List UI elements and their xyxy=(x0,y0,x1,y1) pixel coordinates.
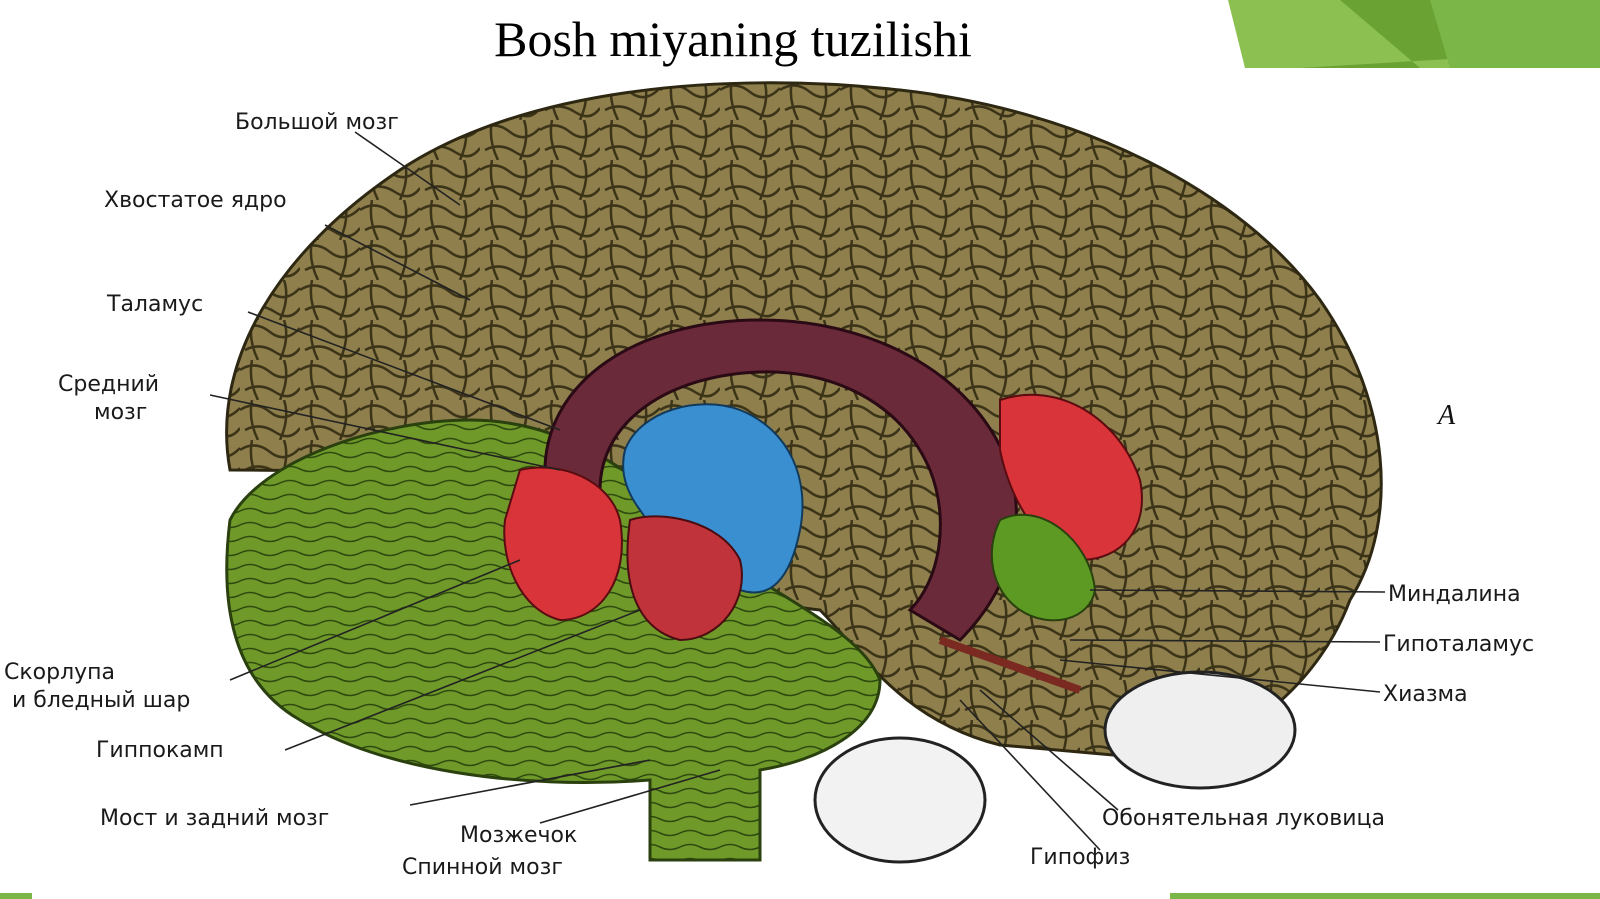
slide-title: Bosh miyaning tuzilishi xyxy=(494,11,972,67)
eyeball-front xyxy=(813,736,987,864)
label-chiasm: Хиазма xyxy=(1383,682,1468,707)
leader-lines xyxy=(209,131,1386,851)
accent-bottom-left xyxy=(0,893,32,899)
putamen-left xyxy=(503,466,623,622)
label-midbrain-2: мозг xyxy=(94,400,148,425)
eyeball-back xyxy=(1103,670,1297,790)
label-hippocampus: Гиппокамп xyxy=(96,738,224,763)
label-midbrain-1: Средний xyxy=(58,372,160,397)
label-caudate: Хвостатое ядро xyxy=(104,188,287,213)
label-olfactory-bulb: Обонятельная луковица xyxy=(1102,806,1385,831)
label-amygdala: Миндалина xyxy=(1388,582,1521,607)
hippocampus-inner xyxy=(626,515,743,642)
label-spinal-cord: Спинной мозг xyxy=(402,855,563,880)
label-cerebellum: Мозжечок xyxy=(460,823,578,848)
amygdala-green xyxy=(990,513,1097,622)
caudate-nucleus xyxy=(543,318,1018,642)
figure-letter: A xyxy=(1438,400,1456,431)
label-hypothalamus: Гипоталамус xyxy=(1383,632,1535,657)
cerebellum xyxy=(225,418,882,862)
optic-nerve xyxy=(938,636,1082,694)
accent-top-stripe xyxy=(1430,0,1600,68)
label-putamen-1: Скорлупа xyxy=(4,660,116,685)
label-thalamus: Таламус xyxy=(107,292,204,317)
accent-bottom-right xyxy=(1170,893,1600,899)
label-pons: Мост и задний мозг xyxy=(100,806,330,831)
label-pituitary: Гипофиз xyxy=(1030,845,1131,870)
thalamus xyxy=(622,403,804,594)
label-cerebrum: Большой мозг xyxy=(235,110,399,135)
label-putamen-2: и бледный шар xyxy=(12,688,191,713)
